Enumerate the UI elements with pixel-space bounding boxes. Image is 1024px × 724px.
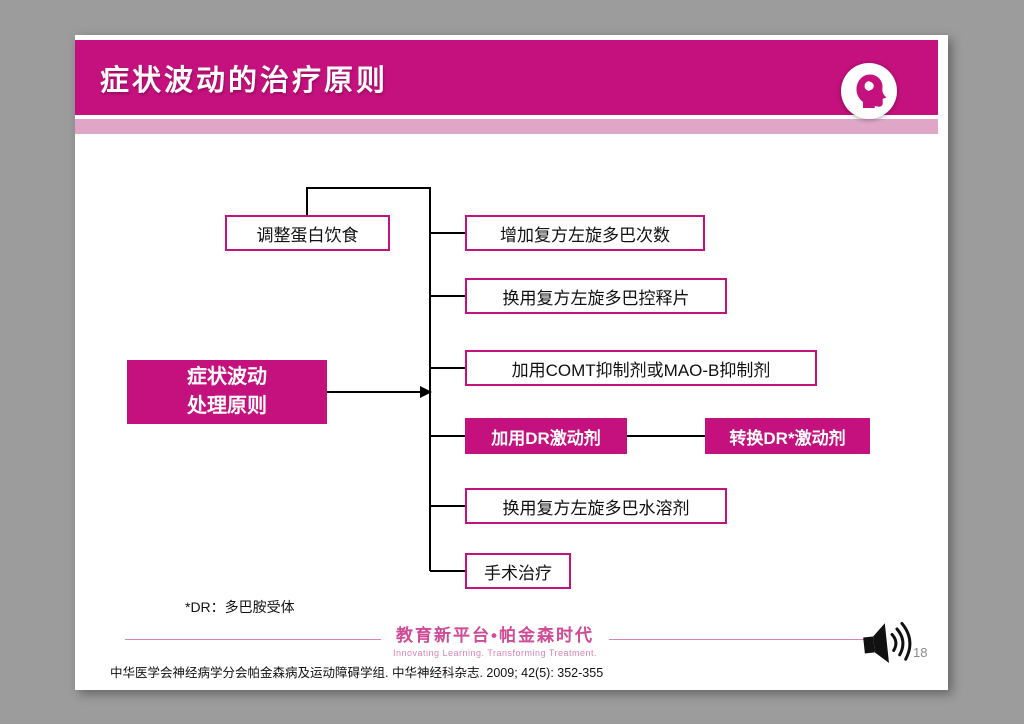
title-bar: 症状波动的治疗原则 xyxy=(75,40,938,115)
logo-divider-left xyxy=(125,639,381,640)
logo-line2: Innovating Learning. Transforming Treatm… xyxy=(392,648,598,658)
arrowhead xyxy=(420,386,432,398)
citation: 中华医学会神经病学分会帕金森病及运动障碍学组. 中华神经科杂志. 2009; 4… xyxy=(110,666,604,680)
node-add-comt-maob-inhibitor: 加用COMT抑制剂或MAO-B抑制剂 xyxy=(465,350,817,386)
node-adjust-protein-diet: 调整蛋白饮食 xyxy=(225,215,390,251)
node-surgery: 手术治疗 xyxy=(465,553,571,589)
title-strip xyxy=(75,119,938,134)
footer-logo: 教育新平台•帕金森时代 Innovating Learning. Transfo… xyxy=(125,621,866,658)
speaker-icon[interactable] xyxy=(858,612,918,675)
head-profile-icon xyxy=(843,65,895,117)
node-switch-cr-levodopa: 换用复方左旋多巴控释片 xyxy=(465,278,727,314)
node-add-dr-agonist: 加用DR激动剂 xyxy=(465,418,627,454)
slide: 症状波动的治疗原则 症状波动 处理原则 调整蛋白饮食 增加复方左旋多巴次数 换用… xyxy=(75,35,948,690)
node-levodopa-solution: 换用复方左旋多巴水溶剂 xyxy=(465,488,727,524)
node-switch-dr-agonist: 转换DR*激动剂 xyxy=(705,418,870,454)
logo-divider-right xyxy=(609,639,866,640)
head-badge xyxy=(841,63,897,119)
page-number: 18 xyxy=(913,645,928,660)
logo-line1: 教育新平台•帕金森时代 xyxy=(396,626,594,645)
footnote: *DR：多巴胺受体 xyxy=(185,599,295,615)
node-increase-levodopa-frequency: 增加复方左旋多巴次数 xyxy=(465,215,705,251)
logo-text: 教育新平台•帕金森时代 Innovating Learning. Transfo… xyxy=(381,621,609,658)
node-symptom-fluctuation-root: 症状波动 处理原则 xyxy=(127,360,327,424)
slide-title: 症状波动的治疗原则 xyxy=(100,64,389,97)
